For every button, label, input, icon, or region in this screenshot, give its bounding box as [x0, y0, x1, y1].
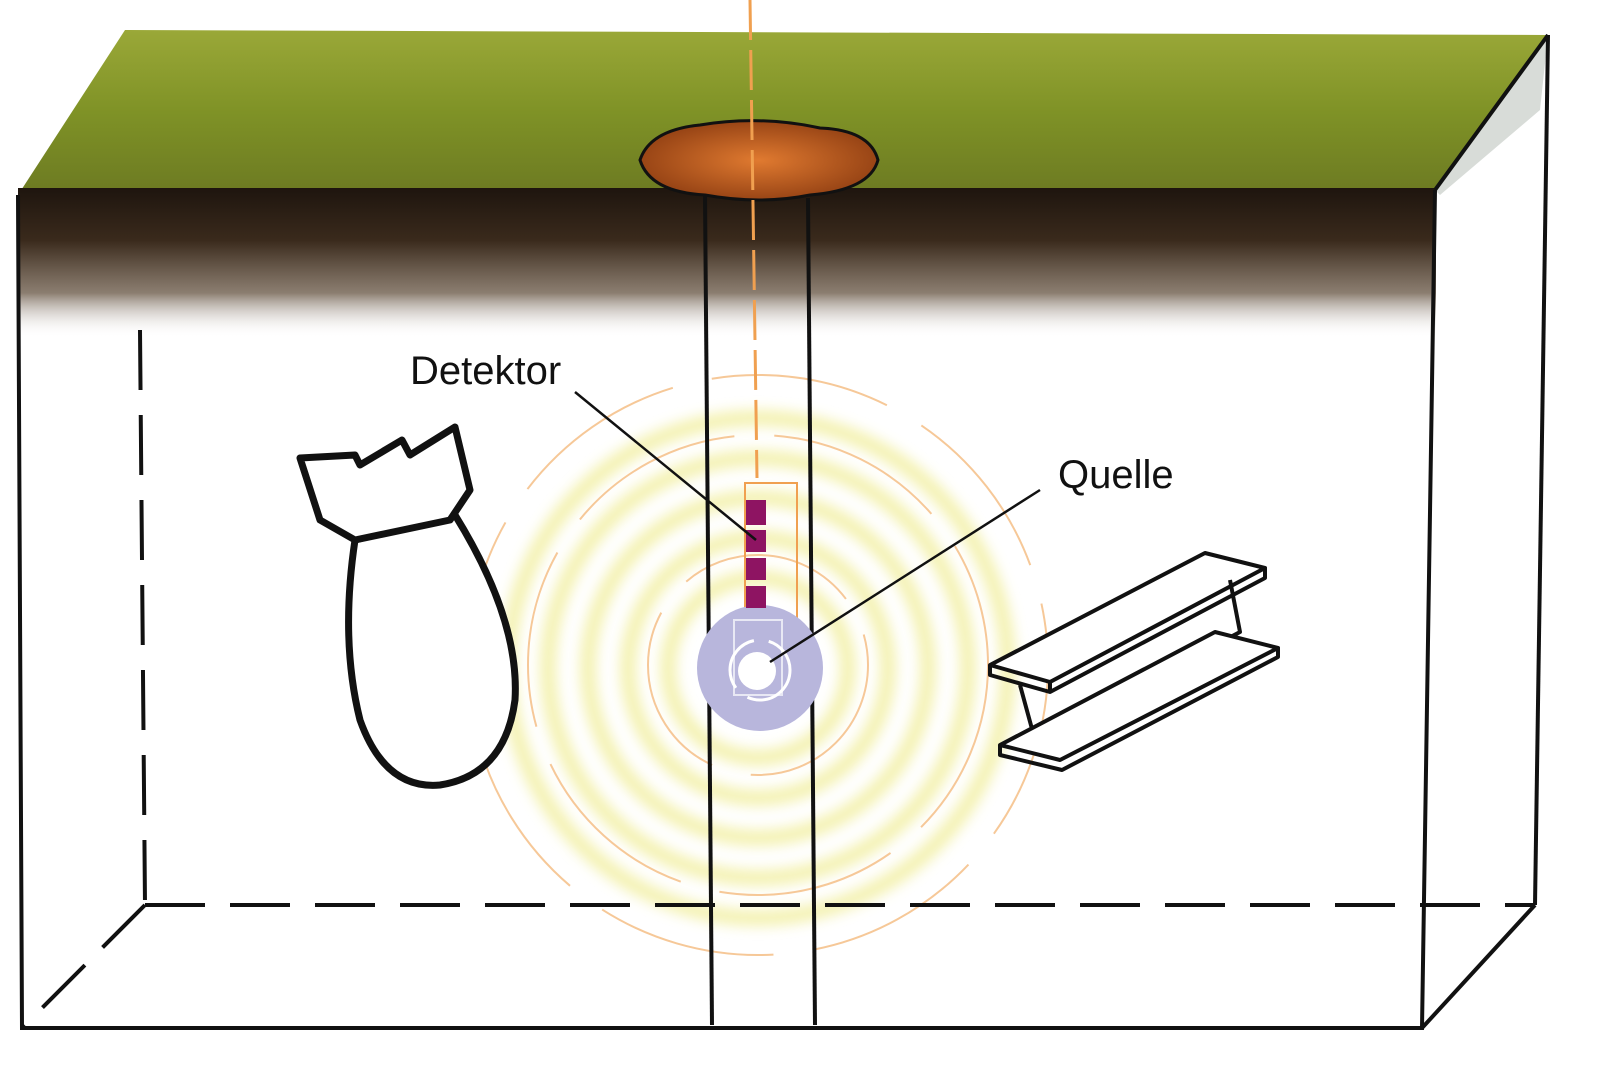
source-arc — [728, 638, 792, 702]
source-core — [738, 652, 776, 690]
source-label: Quelle — [1058, 453, 1174, 497]
soil-block-outline — [16, 33, 1550, 1030]
cable — [748, 0, 759, 479]
detector-crystal — [746, 500, 766, 608]
grass-surface — [18, 30, 1548, 195]
soil-layer — [18, 188, 1436, 338]
detector-label: Detektor — [410, 349, 561, 393]
bomb-icon — [296, 423, 519, 789]
borehole-opening — [638, 119, 880, 202]
borehole-walls — [703, 194, 817, 1026]
steel-beam-icon — [988, 551, 1280, 772]
source-leader — [769, 488, 1041, 664]
detector-leader — [574, 391, 757, 541]
